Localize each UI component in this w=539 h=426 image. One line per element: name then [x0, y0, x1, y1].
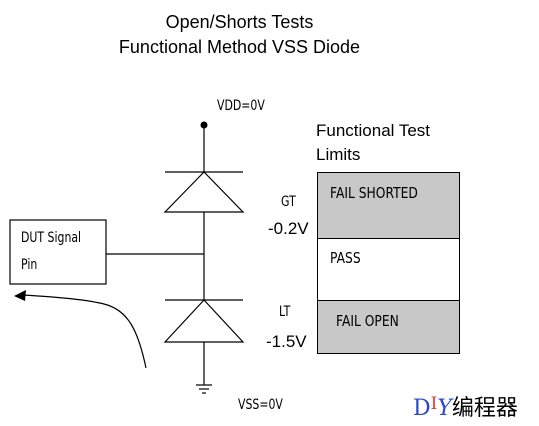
gt-label: GT	[281, 194, 296, 210]
lt-value: -1.5V	[266, 332, 307, 351]
zone-fail-shorted: FAIL SHORTED	[318, 173, 459, 239]
dut-box	[9, 219, 107, 285]
lower-diode-triangle	[163, 299, 245, 343]
zone-fail-open-label: FAIL OPEN	[336, 312, 399, 330]
lt-label: LT	[279, 304, 291, 320]
watermark-text: 编程器	[451, 396, 518, 421]
limits-heading-line-1: Functional Test	[316, 121, 431, 140]
zone-fail-shorted-label: FAIL SHORTED	[330, 184, 418, 202]
title-line-2: Functional Method VSS Diode	[118, 37, 361, 57]
title-line-1: Open/Shorts Tests	[165, 12, 314, 32]
limits-heading-line-2: Limits	[316, 145, 361, 164]
dut-label-line-1: DUT Signal	[21, 230, 82, 246]
watermark-i: I	[430, 394, 438, 414]
zone-pass: PASS	[318, 239, 459, 300]
current-arrow-curve	[21, 294, 147, 369]
vss-label: VSS=0V	[238, 397, 283, 413]
zone-fail-open: FAIL OPEN	[318, 300, 459, 353]
zone-pass-label: PASS	[330, 249, 361, 267]
watermark-y: Y	[437, 396, 452, 421]
vdd-label: VDD=0V	[217, 98, 265, 114]
limits-chart: FAIL SHORTED PASS FAIL OPEN	[317, 172, 460, 354]
watermark-d: D	[413, 396, 431, 421]
upper-diode-triangle	[163, 171, 245, 213]
watermark: DIY编程器	[413, 390, 518, 422]
gt-value: -0.2V	[268, 219, 309, 238]
dut-label-line-2: Pin	[21, 257, 38, 273]
current-arrow-head	[14, 290, 26, 301]
